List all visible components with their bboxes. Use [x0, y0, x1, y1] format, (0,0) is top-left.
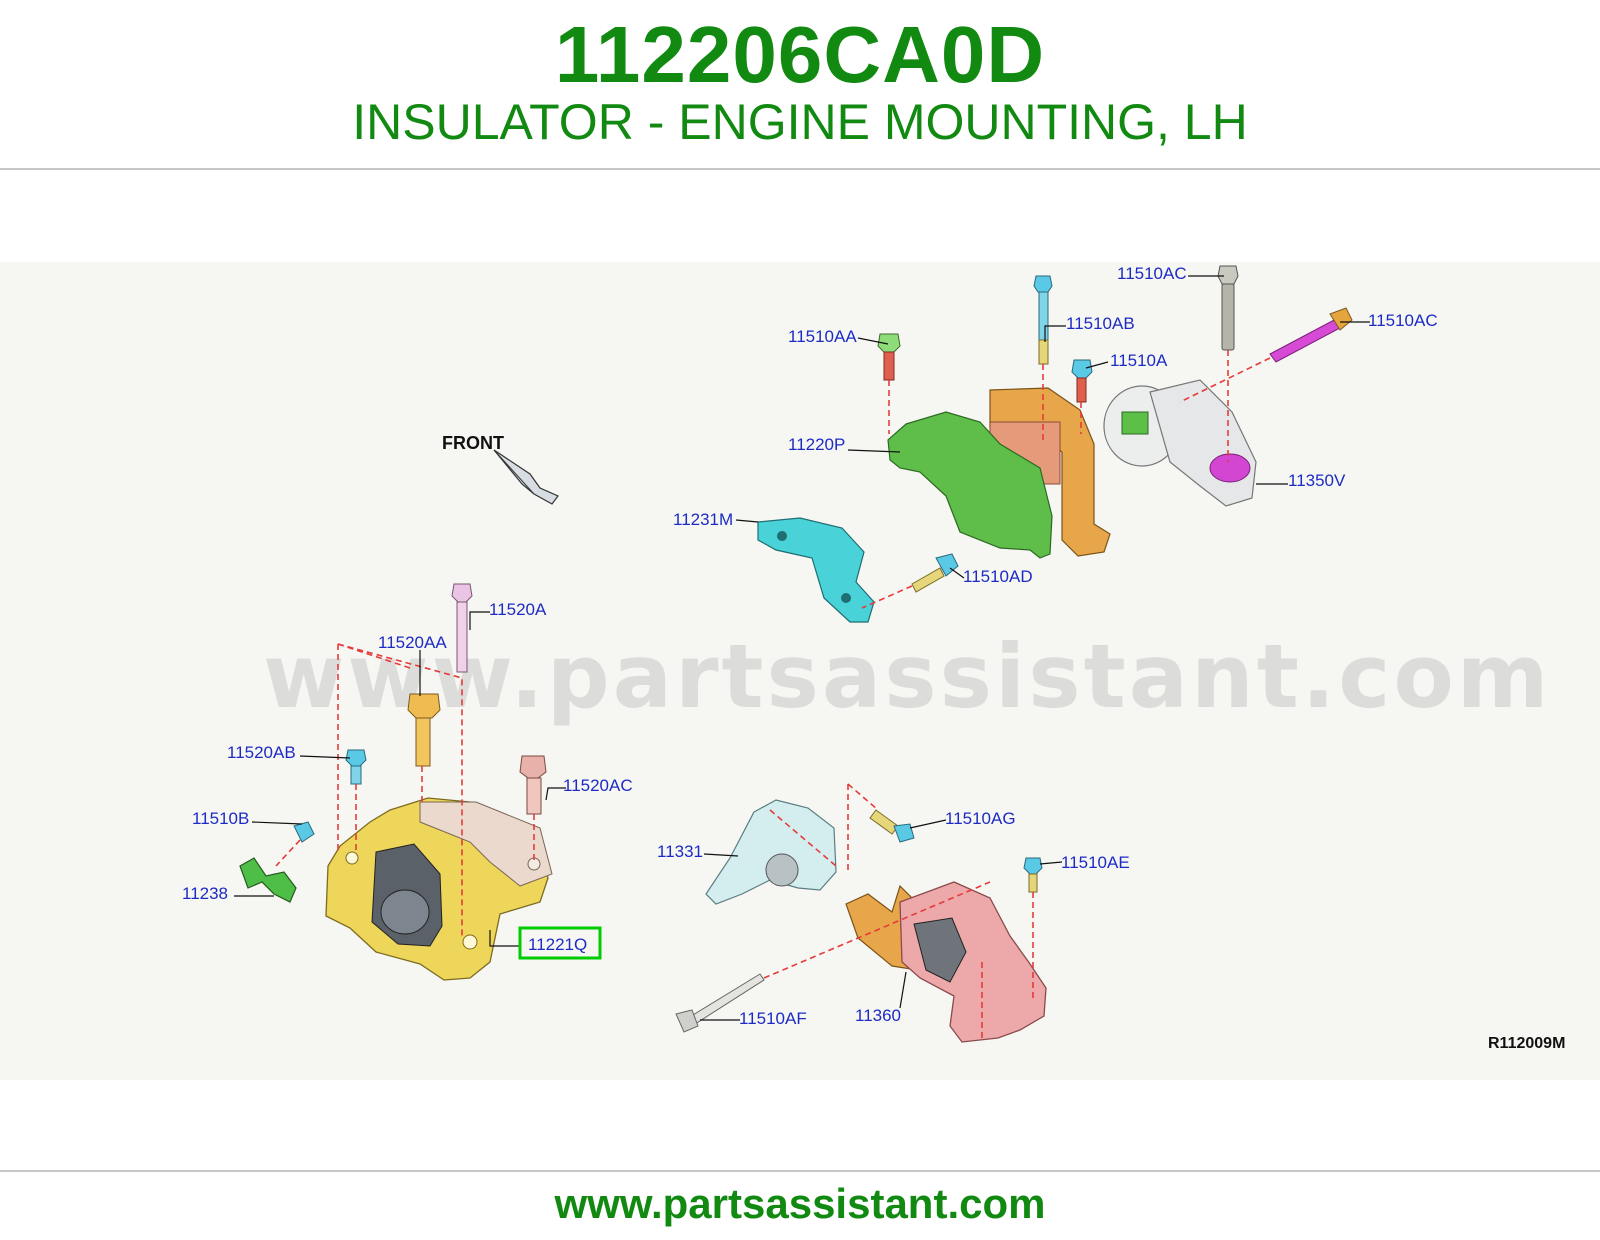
callout-11510AA[interactable]: 11510AA [788, 327, 857, 346]
bracket-11231M [757, 517, 875, 623]
callout-11360[interactable]: 11360 [855, 1006, 901, 1025]
part-description: INSULATOR - ENGINE MOUNTING, LH [352, 94, 1248, 150]
part-number-title: 112206CA0D [554, 10, 1046, 99]
callout-11510AC-top[interactable]: 11510AC [1117, 264, 1187, 283]
callout-11510AB[interactable]: 11510AB [1066, 314, 1135, 333]
bolt-11510AD [911, 553, 959, 593]
footer-website-link[interactable]: www.partsassistant.com [554, 1180, 1046, 1227]
bolt-11510AC-diagonal [1269, 307, 1353, 363]
highlight-box-11221Q [518, 926, 602, 960]
bolt-11510A [1071, 359, 1093, 403]
bolt-11510AB [1033, 275, 1053, 365]
exploded-parts-diagram: www.partsassistant.com FRONT [182, 264, 1565, 1052]
mount-11350V [1103, 379, 1257, 507]
callout-11510AG[interactable]: 11510AG [945, 809, 1016, 828]
mount-11360 [845, 881, 1047, 1043]
callout-11238[interactable]: 11238 [182, 884, 228, 903]
callout-11350V[interactable]: 11350V [1288, 471, 1346, 490]
footer-divider [0, 1170, 1600, 1172]
front-arrow-icon [493, 449, 559, 505]
callout-11520AB[interactable]: 11520AB [227, 743, 296, 762]
callout-11331[interactable]: 11331 [657, 842, 703, 861]
callout-11520AA[interactable]: 11520AA [378, 633, 447, 652]
bracket-11238 [239, 857, 297, 903]
page-header: 112206CA0D INSULATOR - ENGINE MOUNTING, … [0, 0, 1600, 170]
bolt-11510AF [675, 973, 765, 1033]
callout-11510AF[interactable]: 11510AF [739, 1009, 807, 1028]
bolt-11510AG [869, 809, 915, 843]
bolt-11510B [293, 821, 315, 843]
diagram-reference-code: R112009M [1488, 1035, 1565, 1052]
callout-11220P[interactable]: 11220P [788, 435, 845, 454]
assembly-lines-left [275, 643, 535, 938]
front-label: FRONT [442, 433, 504, 453]
diagram-panel [0, 262, 1600, 1080]
leader-lines [234, 275, 1370, 1021]
engine-mount-11221Q [325, 797, 553, 981]
header-divider [0, 168, 1600, 170]
bolt-11510AA [877, 333, 901, 381]
callout-11510AC-right[interactable]: 11510AC [1368, 311, 1438, 330]
callout-11221Q[interactable]: 11221Q [528, 935, 587, 954]
front-indicator: FRONT [442, 433, 559, 505]
bolt-11520AB [345, 749, 367, 785]
watermark-text: www.partsassistant.com [263, 625, 1552, 728]
callout-11520AC[interactable]: 11520AC [563, 776, 633, 795]
callout-11231M[interactable]: 11231M [673, 510, 733, 529]
bolt-11520AA [407, 693, 441, 767]
callout-11510AD[interactable]: 11510AD [963, 567, 1033, 586]
bolt-11510AC-vertical [1217, 265, 1239, 351]
callout-11510AE[interactable]: 11510AE [1061, 853, 1130, 872]
assembly-lines-lower [763, 783, 1034, 1038]
bolt-11520A [451, 583, 473, 673]
bolt-11510AE [1023, 857, 1043, 893]
callout-11510B[interactable]: 11510B [192, 809, 249, 828]
callout-11520A[interactable]: 11520A [489, 600, 547, 619]
assembly-lines-upper [861, 350, 1271, 609]
bracket-11331 [705, 799, 837, 905]
callout-11510A[interactable]: 11510A [1110, 351, 1168, 370]
callout-labels: 11510AC 11510AC 11510AB 11510AA 11510A 1… [182, 264, 1438, 1028]
bracket-11220P [887, 387, 1111, 559]
bolt-11520AC [519, 755, 547, 815]
